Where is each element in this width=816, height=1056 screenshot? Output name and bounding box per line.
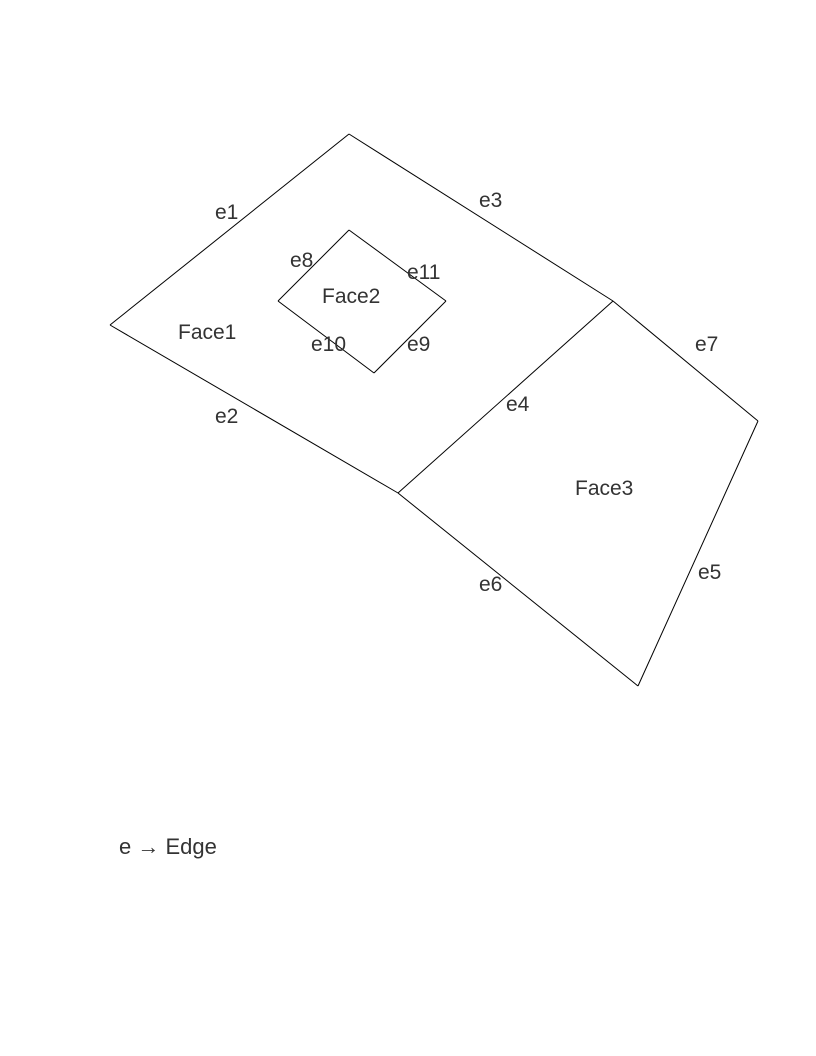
edge-e4-line <box>397 300 614 494</box>
face-label-face2: Face2 <box>322 285 380 308</box>
edge-e6-line <box>397 492 639 687</box>
edge-label-e8: e8 <box>290 249 313 272</box>
edge-label-e6: e6 <box>479 573 502 596</box>
edge-label-e9: e9 <box>407 333 430 356</box>
edge-e8-line <box>277 229 350 302</box>
edge-label-e2: e2 <box>215 405 238 428</box>
edge-label-e4: e4 <box>506 393 530 416</box>
edge-e11-line <box>348 229 447 302</box>
edge-e7-line <box>612 300 759 422</box>
legend-edge-key: e → Edge <box>119 834 217 859</box>
edge-e2-line <box>109 324 399 494</box>
edge-e3-line <box>348 133 614 302</box>
edge-label-e7: e7 <box>695 333 718 356</box>
edge-label-e1: e1 <box>215 201 238 224</box>
edge-label-e11: e11 <box>407 261 440 284</box>
edge-label-e5: e5 <box>698 561 721 584</box>
edge-e10-line <box>277 300 375 374</box>
edge-e1-line <box>109 133 350 326</box>
face-label-face3: Face3 <box>575 477 633 500</box>
edge-e5-line <box>637 420 759 687</box>
edge-label-e10: e10 <box>311 333 346 356</box>
edge-label-e3: e3 <box>479 189 502 212</box>
edge-e9-line <box>373 300 447 374</box>
face-label-face1: Face1 <box>178 321 236 344</box>
